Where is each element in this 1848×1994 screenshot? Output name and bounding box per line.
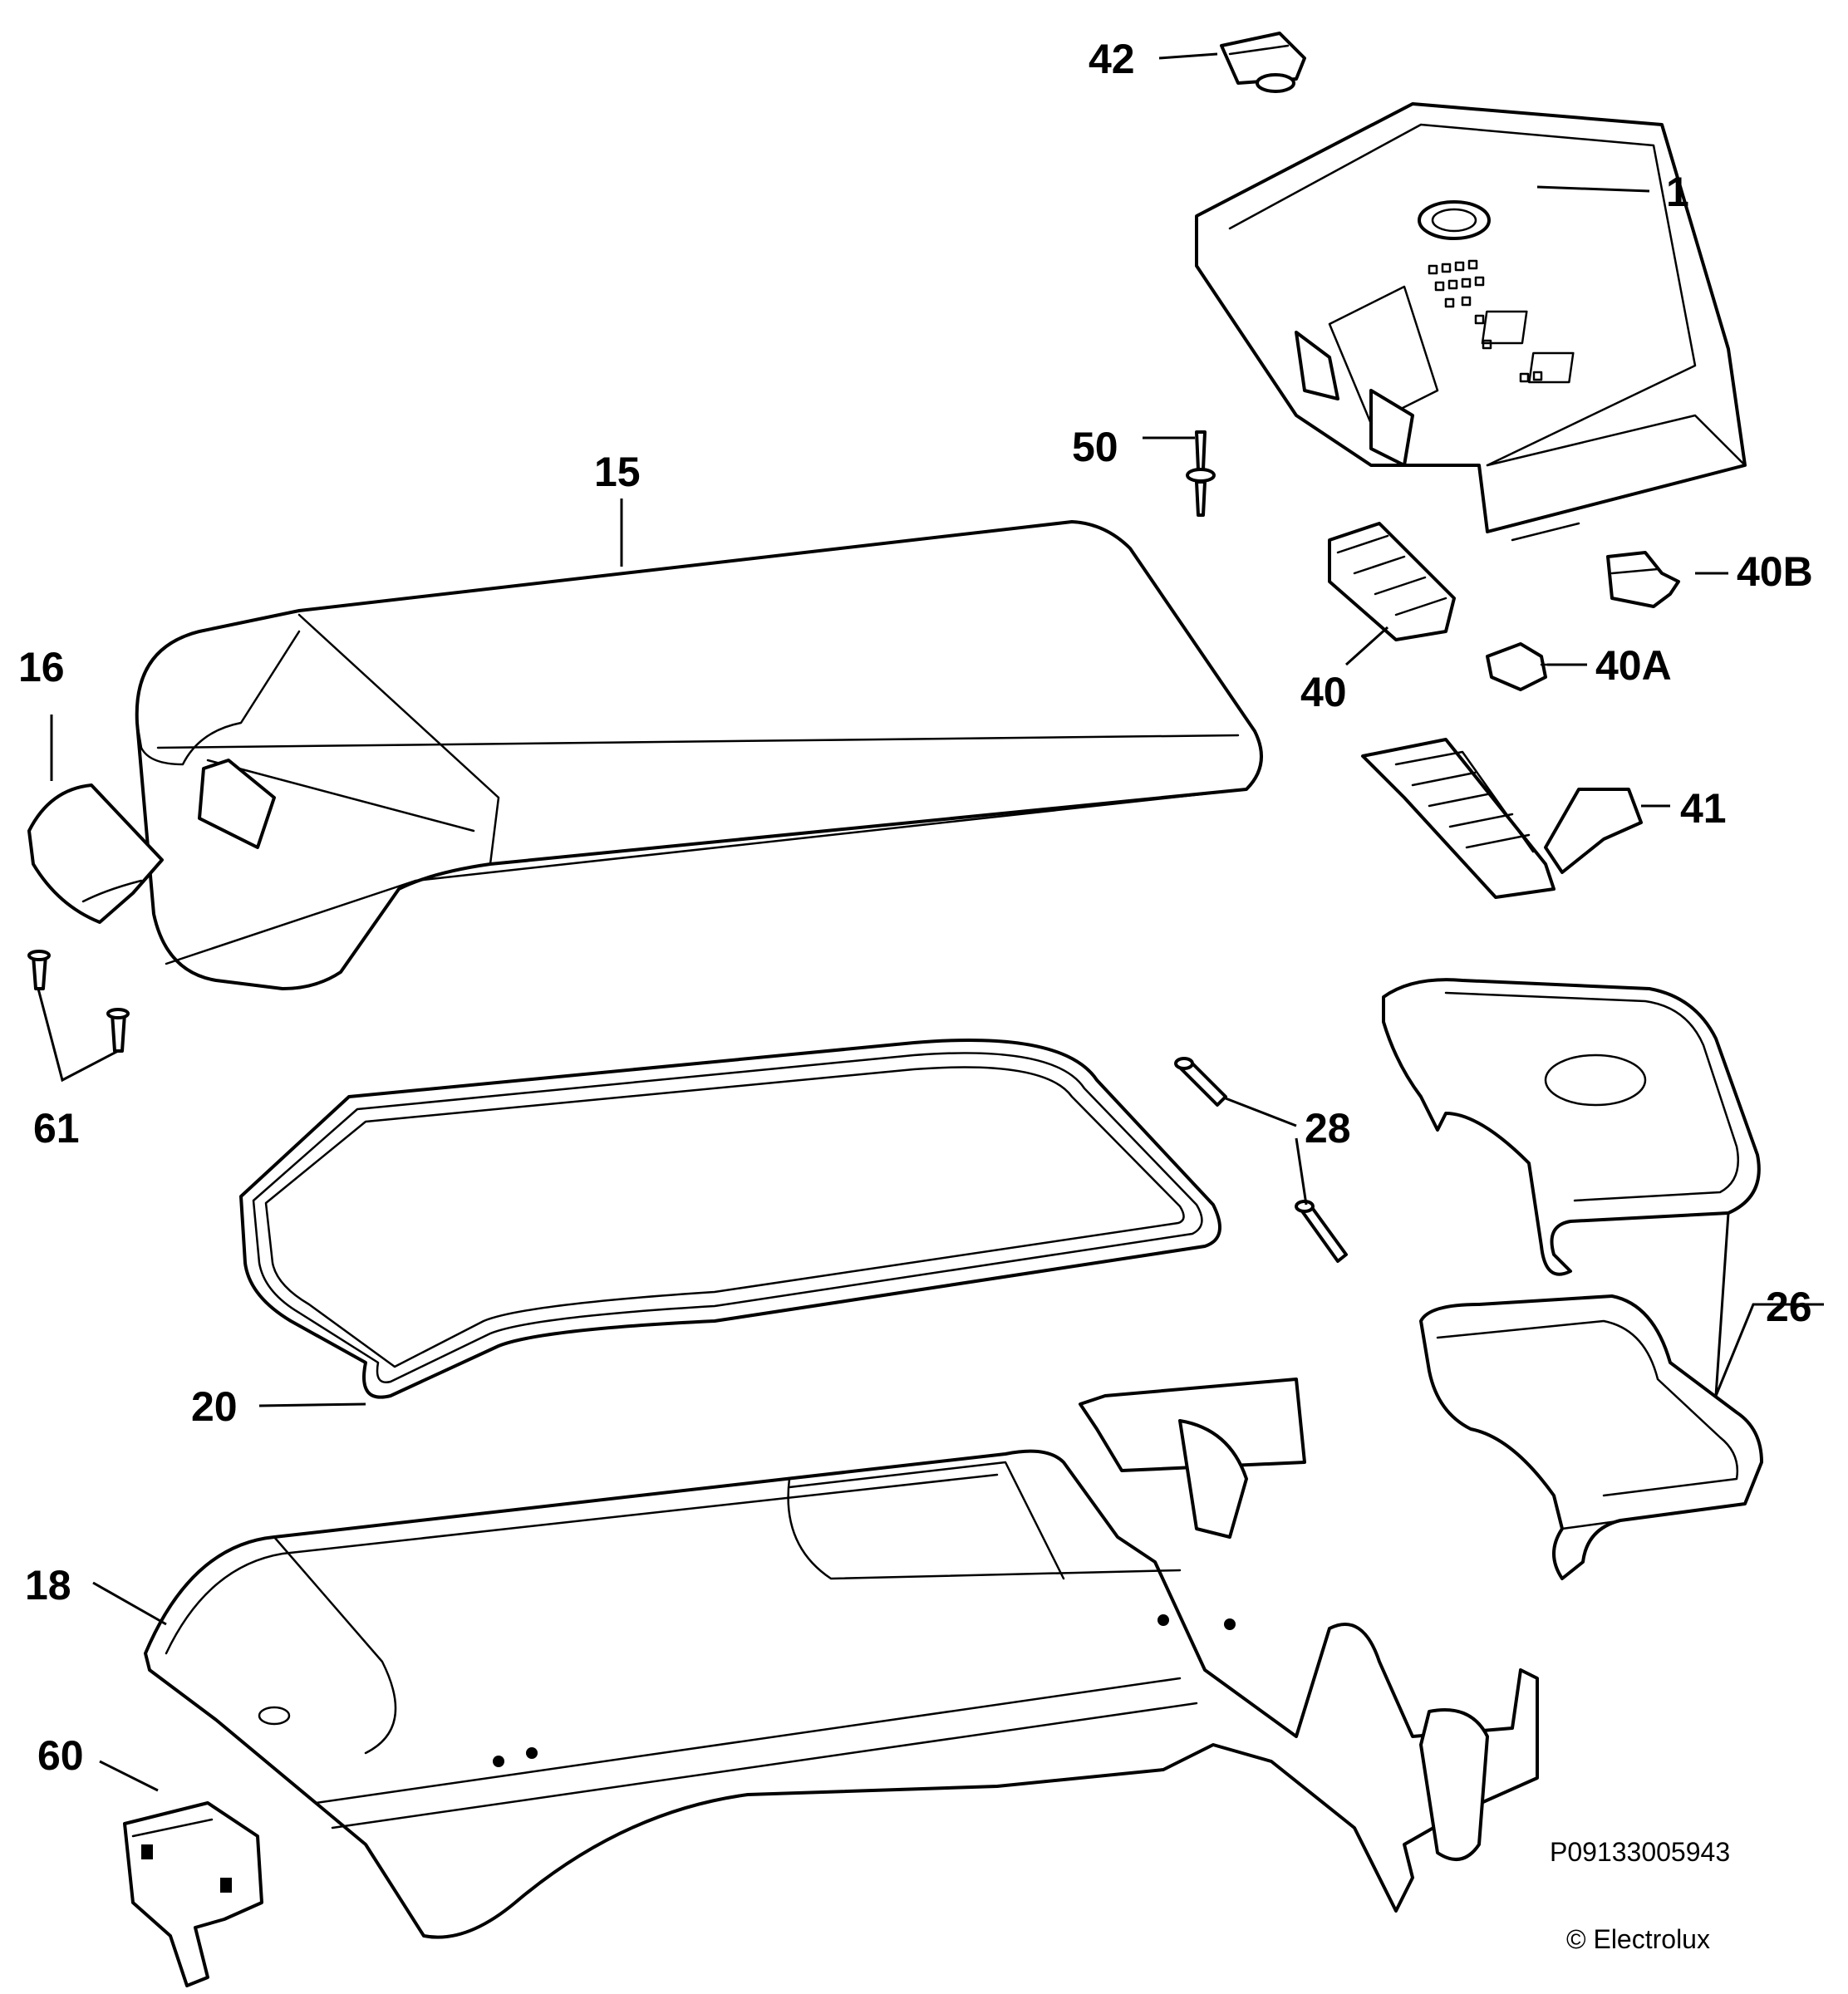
part-20-gasket (239, 1039, 1221, 1399)
part-50-pin (1186, 430, 1216, 517)
part-40b-button (1606, 551, 1680, 608)
label-1: 1 (1666, 169, 1689, 215)
callout-labels: 42 1 50 15 40B 16 40 40A 41 61 28 26 20 … (18, 36, 1813, 1779)
part-61-screws (27, 950, 130, 1053)
leader-lines (37, 52, 1824, 1792)
label-16: 16 (18, 644, 65, 690)
label-40a: 40A (1595, 642, 1672, 689)
label-15: 15 (594, 449, 641, 495)
part-16-cap (27, 783, 164, 924)
label-20: 20 (191, 1383, 238, 1430)
part-40a-button (1486, 642, 1556, 691)
label-40b: 40B (1737, 548, 1813, 595)
label-60: 60 (37, 1732, 84, 1779)
part-28-pins (1174, 1057, 1348, 1263)
label-40: 40 (1300, 669, 1347, 715)
diagram-code: P09133005943 (1550, 1837, 1730, 1867)
part-18-base (144, 1378, 1539, 1939)
label-50: 50 (1072, 424, 1118, 470)
part-26-dispenser (1382, 978, 1763, 1580)
part-40-key-block (1328, 522, 1456, 641)
label-61: 61 (33, 1105, 80, 1152)
copyright: © Electrolux (1566, 1924, 1710, 1954)
part-1-control-panel (1195, 102, 1747, 542)
part-15-lid (135, 520, 1263, 990)
part-60-latch (123, 1801, 263, 1987)
label-26: 26 (1766, 1284, 1812, 1330)
label-41: 41 (1680, 785, 1727, 832)
part-41-circuit-board (1361, 738, 1643, 899)
label-18: 18 (25, 1562, 71, 1608)
panel-buttons (1428, 259, 1543, 383)
label-42: 42 (1089, 36, 1135, 82)
label-28: 28 (1305, 1105, 1351, 1152)
part-42-knob (1220, 32, 1306, 93)
